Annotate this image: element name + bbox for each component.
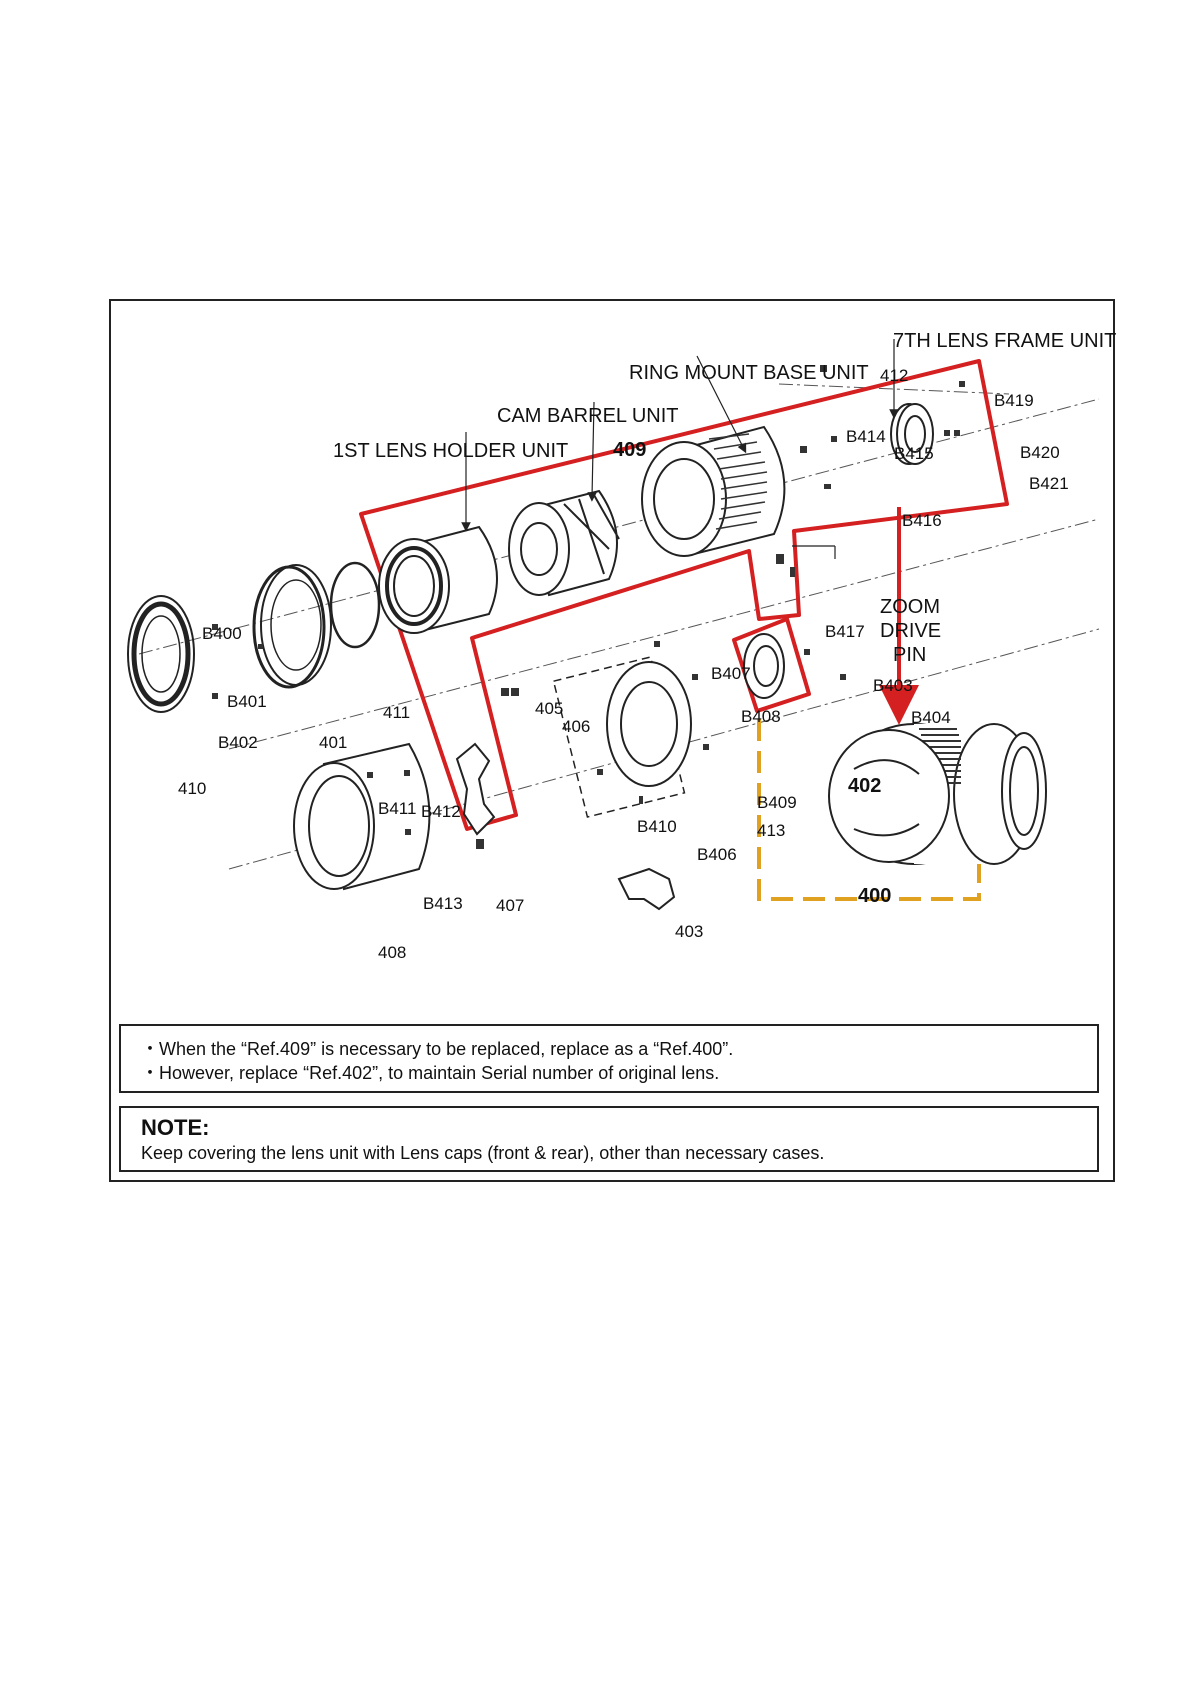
ref-407: 407 [496, 896, 525, 915]
caution-note-box: NOTE: Keep covering the lens unit with L… [119, 1106, 1099, 1172]
label-7th-lens-frame-unit: 7TH LENS FRAME UNIT [893, 330, 1117, 352]
label-cam-barrel-unit: CAM BARREL UNIT [497, 405, 679, 427]
ref-405: 405 [535, 699, 564, 718]
bracket-403 [617, 867, 676, 911]
ref-b409: B409 [757, 793, 797, 812]
ref-b417: B417 [825, 622, 865, 641]
ref-b416: B416 [902, 511, 942, 530]
label-ring-mount-base-unit: RING MOUNT BASE UNIT [629, 362, 869, 384]
replacement-note-box: ・When the “Ref.409” is necessary to be r… [119, 1024, 1099, 1093]
ref-400: 400 [858, 885, 892, 907]
ref-406: 406 [562, 717, 591, 736]
diagram-frame [109, 299, 1115, 1182]
ref-b412: B412 [421, 802, 461, 821]
cam-barrel-unit [508, 489, 620, 597]
ref-b400: B400 [202, 624, 242, 643]
ref-411: 411 [383, 703, 411, 722]
mount-plate-413 [606, 661, 692, 787]
ref-408: 408 [378, 943, 407, 962]
ref-b401: B401 [227, 692, 267, 711]
screws [212, 365, 965, 849]
ref-b411: B411 [378, 799, 417, 818]
label-zoom: ZOOM [880, 596, 940, 618]
replacement-note-line-1: ・When the “Ref.409” is necessary to be r… [141, 1039, 734, 1059]
ring-408 [293, 742, 431, 891]
ref409-highlight-outline [359, 359, 1009, 831]
label-pin: PIN [893, 644, 927, 666]
ref-b413: B413 [423, 894, 463, 913]
note-title: NOTE: [141, 1115, 210, 1140]
ref-402: 402 [848, 775, 882, 797]
lens-unit-400 [828, 723, 1047, 865]
ref-403: 403 [675, 922, 704, 941]
ref-410: 410 [178, 779, 207, 798]
ring-mount-base-unit [641, 425, 786, 557]
ref-b415: B415 [894, 444, 934, 463]
note-body: Keep covering the lens unit with Lens ca… [141, 1143, 825, 1163]
ref-b420: B420 [1020, 443, 1060, 462]
ref-b410: B410 [637, 817, 677, 836]
ref-b403: B403 [873, 676, 913, 695]
ref-b408: B408 [741, 707, 781, 726]
seventh-lens-frame-unit [890, 403, 934, 465]
ref-413: 413 [757, 821, 786, 840]
ring-411 [329, 561, 381, 649]
ref-b414: B414 [846, 427, 886, 446]
label-1st-lens-holder-unit: 1ST LENS HOLDER UNIT [333, 440, 569, 462]
label-drive: DRIVE [880, 620, 942, 642]
ref-b406: B406 [697, 845, 737, 864]
bracket-405 [455, 742, 496, 836]
ref-412: 412 [880, 366, 909, 385]
ref-b404: B404 [911, 708, 951, 727]
ref-b402: B402 [218, 733, 258, 752]
replacement-note-line-2: ・However, replace “Ref.402”, to maintain… [141, 1063, 720, 1083]
ref-b407: B407 [711, 664, 751, 683]
ring-402 [743, 633, 785, 699]
ring-401 [252, 564, 332, 689]
exploded-view-diagram [127, 339, 1100, 911]
ref-b419: B419 [994, 391, 1034, 410]
ref-409: 409 [613, 439, 647, 461]
ring-410 [127, 595, 195, 713]
first-lens-holder-unit [378, 525, 498, 634]
leader-lines [461, 339, 899, 559]
ref-401: 401 [319, 733, 348, 752]
ref-b421: B421 [1029, 474, 1069, 493]
